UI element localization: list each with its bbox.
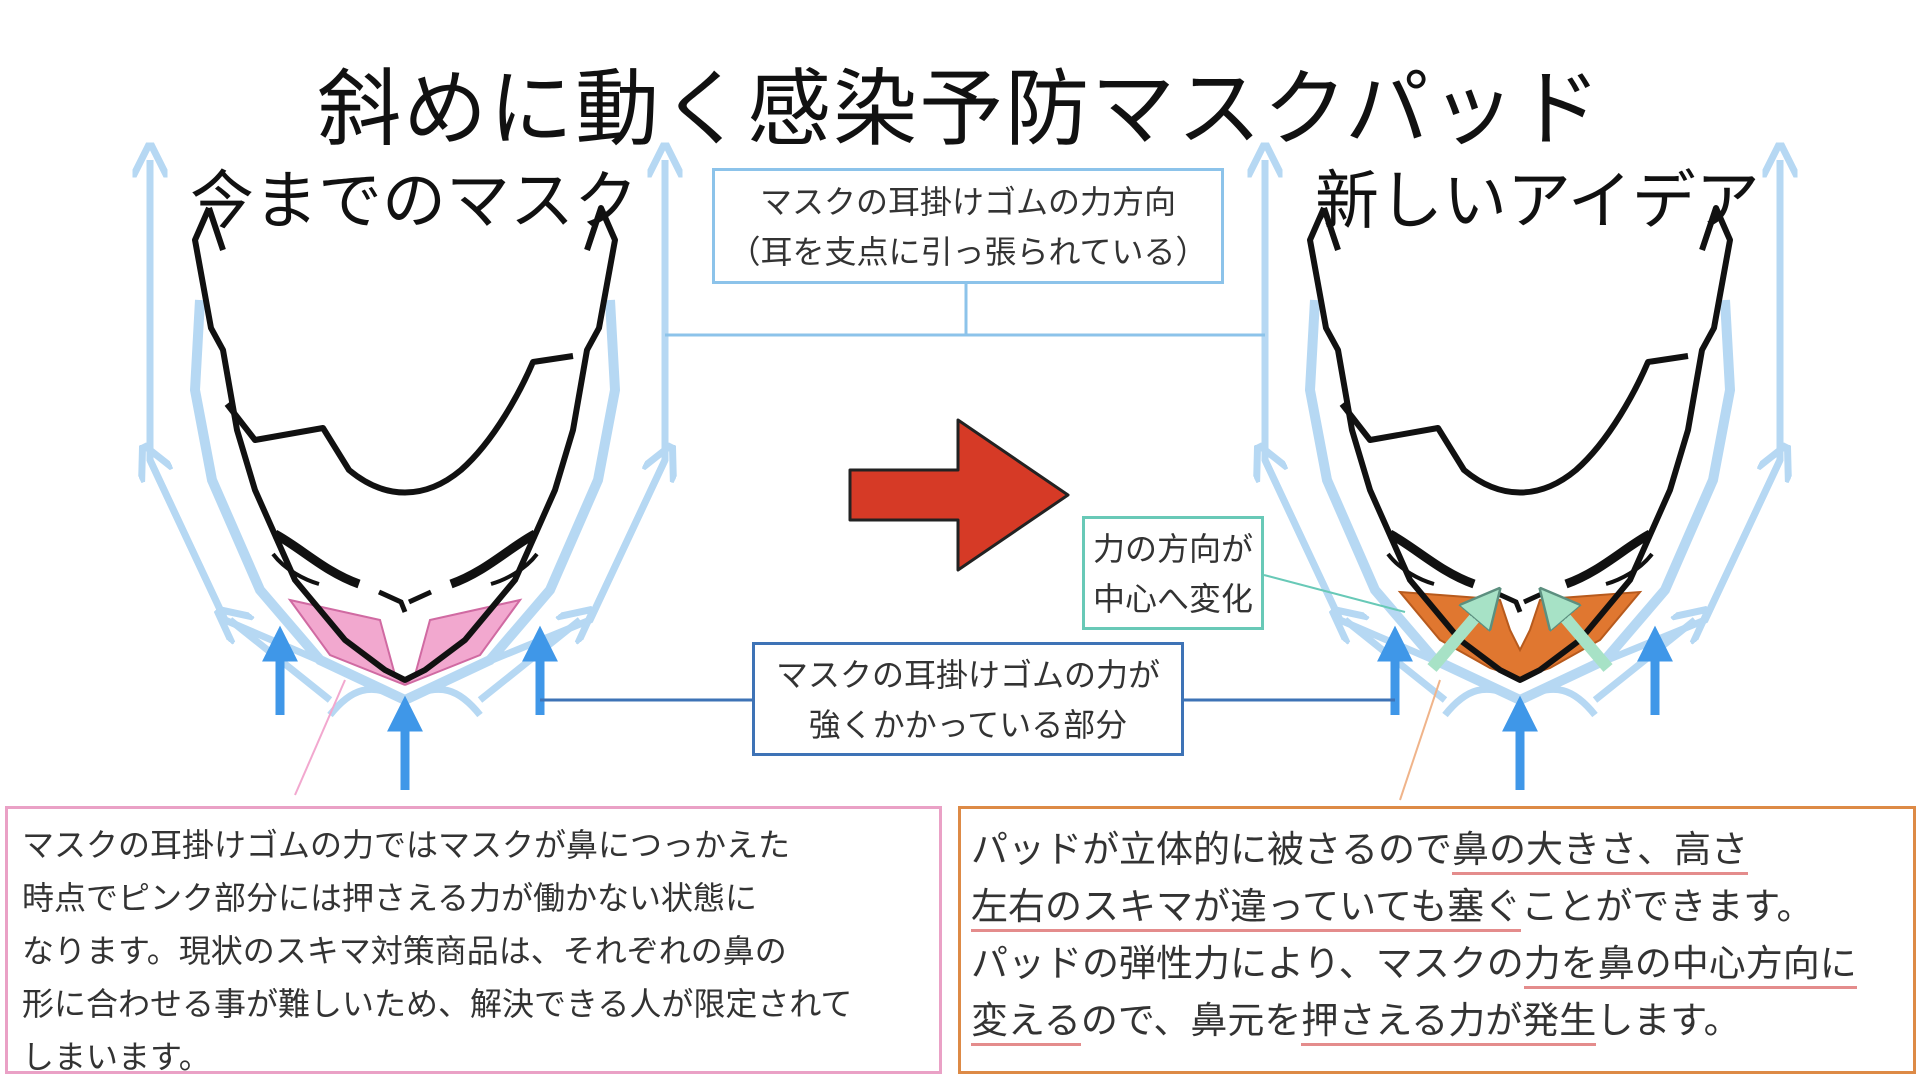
strong-force-callout: マスクの耳掛けゴムの力が 強くかかっている部分 [752,642,1184,756]
callout-line: マスクの耳掛けゴムの力方向 [759,183,1176,221]
force-to-center-callout: 力の方向が 中心へ変化 [1082,516,1264,630]
explanation-line: 左右のスキマが違っていても塞ぐことができます。 [971,878,1913,935]
current-mask-explanation: マスクの耳掛けゴムの力ではマスクが鼻につっかえた 時点でピンク部分には押さえる力… [5,806,942,1076]
underlined-segment: 変える [971,999,1081,1046]
strong-force-arrows-right [1377,625,1673,790]
ear-loop-tension-callout: マスクの耳掛けゴムの力方向 （耳を支点に引っ張られている） [712,168,1224,284]
new-idea-heading: 新しいアイデア [1315,165,1760,239]
text-segment: パッドが立体的に被さるので [971,828,1452,871]
underlined-segment: 力を鼻の中心方向に [1523,942,1857,989]
explanation-line: 時点でピンク部分には押さえる力が働かない状態に [22,879,758,917]
text-segment: パッドの弾性力により、マスクの [971,942,1524,985]
text-segment: ことができます。 [1521,885,1814,928]
callout-line: マスクの耳掛けゴムの力が [775,656,1160,694]
explanation-line: しまいます。 [22,1038,211,1076]
explanation-line: なります。現状のスキマ対策商品は、それぞれの鼻の [22,932,787,970]
right-arrow-icon [848,418,1070,572]
callout-line: （耳を支点に引っ張られている） [728,233,1208,271]
callout-line: 強くかかっている部分 [808,706,1128,744]
strong-force-arrows-left [262,625,558,790]
new-idea-explanation: パッドが立体的に被さるので鼻の大きさ、高さ 左右のスキマが違っていても塞ぐことが… [958,806,1916,1074]
explanation-line: マスクの耳掛けゴムの力ではマスクが鼻につっかえた [22,826,791,864]
explanation-line: 変えるので、鼻元を押さえる力が発生します。 [971,992,1913,1049]
callout-line: 中心へ変化 [1092,580,1253,618]
explanation-line: 形に合わせる事が難しいため、解決できる人が限定されて [22,985,853,1023]
underlined-segment: 左右のスキマが違っていても塞ぐ [971,885,1522,932]
explanation-line: パッドの弾性力により、マスクの力を鼻の中心方向に [971,935,1913,992]
underlined-segment: 鼻の大きさ、高さ [1452,828,1748,875]
new-idea-diagram [1265,160,1780,801]
underlined-segment: 押さえる力が発生 [1301,999,1597,1046]
page-title: 斜めに動く感染予防マスクパッド [317,60,1603,158]
center-callout-connector [1263,574,1406,613]
center-force-arrows [1427,600,1613,672]
explanation-line: パッドが立体的に被さるので鼻の大きさ、高さ [971,821,1913,878]
current-mask-diagram [150,160,665,796]
text-segment: ので、鼻元を [1080,999,1302,1042]
callout-line: 力の方向が [1092,530,1253,568]
tension-connector [665,284,1265,337]
current-mask-heading: 今までのマスク [190,165,638,239]
text-segment: します。 [1596,999,1741,1042]
